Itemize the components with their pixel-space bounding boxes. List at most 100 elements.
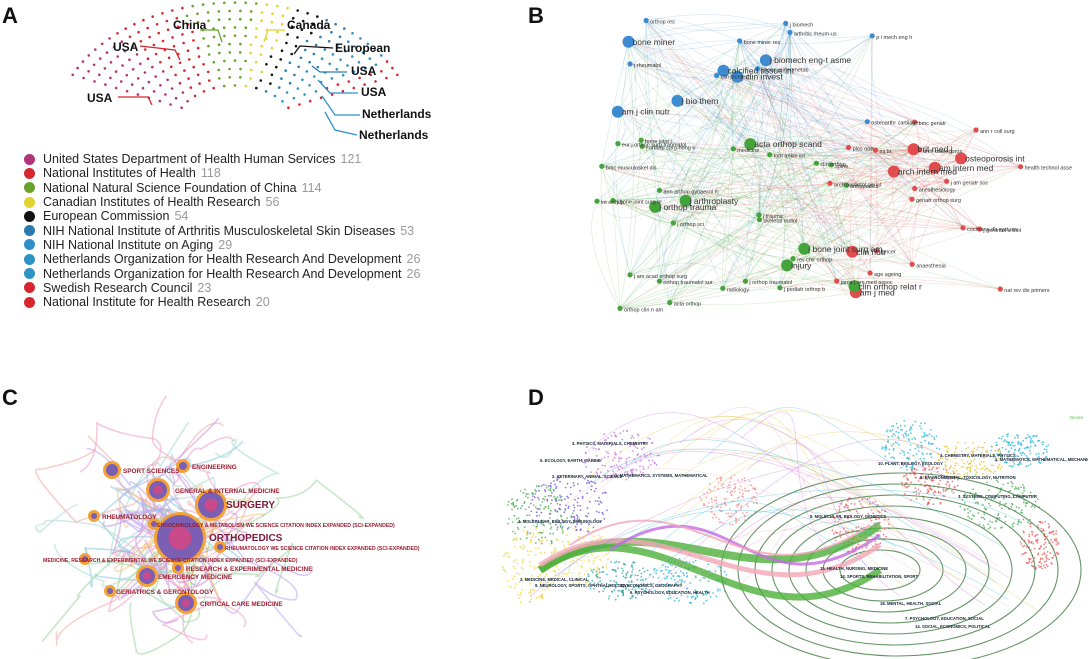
dual-map-point: [550, 583, 552, 585]
dual-map-point: [999, 490, 1002, 492]
dual-map-point: [850, 502, 853, 505]
network-edge: [591, 201, 621, 309]
network-edge: [628, 41, 724, 289]
dual-map-point: [1017, 488, 1020, 491]
dual-map-point: [691, 595, 693, 598]
dual-map-point: [721, 510, 724, 512]
dual-map-point: [986, 450, 989, 453]
parliament-dot: [217, 18, 221, 22]
dual-map-point: [885, 536, 887, 538]
dual-map-thin-link: [672, 507, 902, 599]
network-edge: [765, 59, 915, 123]
dual-map-point: [518, 597, 521, 599]
network-edge: [739, 40, 805, 249]
network-edge: [646, 14, 791, 33]
dual-map-point: [666, 582, 668, 585]
dual-map-point: [590, 569, 593, 572]
network-edge: [785, 23, 805, 249]
network-edge: [845, 184, 861, 287]
network-edge: [792, 181, 947, 259]
dual-map-point: [631, 596, 633, 599]
dual-map-point: [1037, 452, 1040, 455]
dual-map-point: [535, 547, 537, 550]
parliament-dot: [218, 77, 221, 80]
dual-map-point: [967, 515, 969, 518]
dual-map-point: [734, 483, 736, 486]
dual-map-point: [915, 468, 918, 471]
network-node: [864, 119, 870, 125]
dual-map-point: [946, 480, 949, 483]
dual-map-thin-link: [697, 522, 990, 583]
dual-map-point: [595, 570, 598, 573]
network-node: [787, 29, 793, 35]
dual-map-point: [874, 500, 877, 503]
parliament-dot: [198, 82, 201, 85]
parliament-dot: [335, 68, 339, 71]
dual-map-point: [1026, 446, 1029, 449]
dual-map-point: [1028, 558, 1031, 561]
dual-map-point: [741, 489, 744, 491]
network-node: [615, 141, 621, 147]
parliament-dot: [273, 94, 277, 98]
dual-map-point: [674, 566, 677, 568]
network-edge: [816, 145, 876, 164]
network-edge: [629, 63, 751, 145]
network-edge: [780, 23, 805, 249]
dual-map-point: [835, 531, 838, 534]
dual-map-point: [914, 487, 917, 489]
dual-map-point: [992, 472, 995, 474]
parliament-dot: [260, 44, 263, 48]
parl-label-usa-4: USA: [87, 91, 113, 105]
dual-map-point: [1039, 558, 1042, 561]
dual-map-point: [957, 478, 959, 481]
parliament-dot: [158, 99, 162, 103]
parliament-dot: [244, 59, 247, 63]
network-node-label: j bio them: [681, 96, 719, 106]
legend-swatch: [24, 282, 35, 294]
network-edge: [765, 60, 913, 200]
dual-map-point: [731, 523, 734, 526]
dual-map-point: [942, 494, 944, 497]
dual-map-point: [935, 467, 938, 470]
dual-map-point: [534, 536, 537, 538]
dual-map-point: [909, 429, 911, 432]
network-edge: [722, 148, 734, 289]
dual-map-point: [512, 530, 514, 533]
dual-map-point: [1018, 447, 1021, 450]
parliament-dot: [259, 79, 263, 82]
dual-map-point: [612, 470, 614, 473]
parliament-dot: [343, 27, 346, 30]
dual-map-point: [626, 470, 629, 473]
dual-map-point: [912, 454, 915, 457]
parliament-dot: [202, 37, 205, 40]
dual-map-point: [1055, 530, 1058, 532]
dual-map-point: [987, 489, 990, 491]
network-edge: [601, 166, 980, 230]
network-edge: [677, 68, 758, 103]
legend-count: 114: [301, 180, 322, 195]
dual-map-point: [910, 469, 913, 472]
dual-map-point: [877, 510, 880, 512]
dual-map-point: [972, 442, 974, 444]
dual-map-point: [614, 473, 617, 475]
dual-map-point: [561, 540, 564, 543]
legend-count: 54: [174, 209, 189, 224]
parliament-dot: [146, 26, 149, 30]
dual-map-point: [1036, 457, 1039, 459]
parliament-dot: [202, 63, 205, 66]
dual-map-right-label: 14. SOCIAL, ECONOMICS, POLITICAL: [915, 624, 991, 629]
network-edge: [617, 41, 637, 144]
parliament-dot: [192, 65, 195, 69]
dual-map-thin-link: [646, 438, 945, 594]
dual-map-point: [752, 495, 755, 498]
network-node: [656, 278, 662, 284]
dual-map-point: [903, 419, 906, 422]
dual-map-point: [709, 595, 712, 598]
legend-label: European Commission: [43, 209, 170, 224]
parliament-dot: [296, 87, 300, 90]
network-edge: [750, 143, 915, 189]
parliament-dot: [197, 55, 201, 58]
network-edge: [612, 184, 847, 201]
dual-map-point: [556, 518, 559, 521]
